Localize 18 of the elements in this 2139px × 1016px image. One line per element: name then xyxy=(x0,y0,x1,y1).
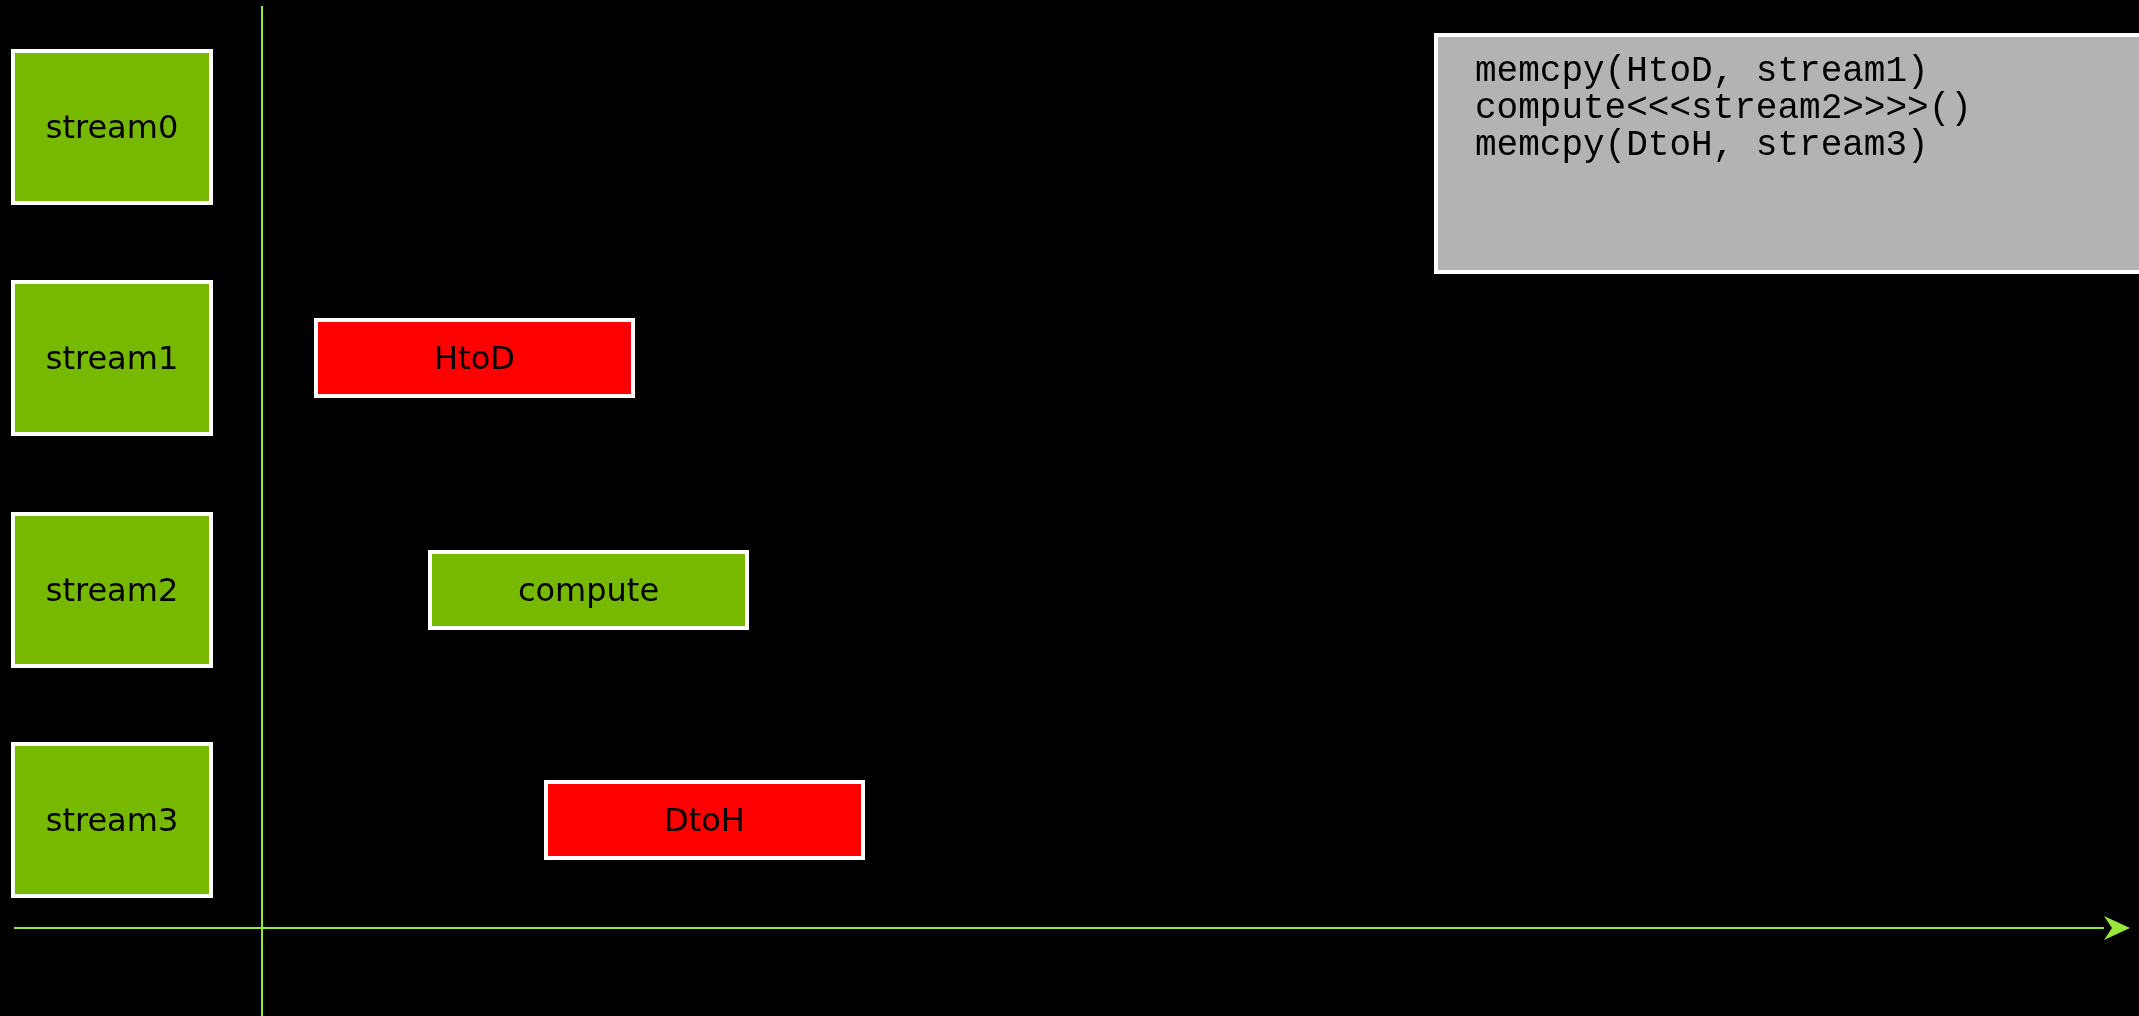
label-text: stream2 xyxy=(45,571,179,609)
label-text: compute xyxy=(517,571,660,609)
code-line: memcpy(HtoD, stream1) xyxy=(1475,53,1929,90)
label-text: stream1 xyxy=(45,339,179,377)
label-text: stream0 xyxy=(45,108,179,146)
code-panel xyxy=(1434,33,2139,274)
stream-label-box xyxy=(11,512,213,668)
label-text: HtoD xyxy=(434,339,515,377)
label-text: DtoH xyxy=(664,801,745,839)
code-line: compute<<<stream2>>>>() xyxy=(1475,90,1972,127)
code-line: memcpy(DtoH, stream3) xyxy=(1475,127,1929,164)
label-text: stream3 xyxy=(45,801,179,839)
stream-label-box xyxy=(11,280,213,436)
stream-label-box xyxy=(11,49,213,205)
stream-label-box xyxy=(11,742,213,898)
timeline-bar xyxy=(428,550,749,630)
timeline-bar xyxy=(314,318,635,398)
timeline-bar xyxy=(544,780,865,860)
